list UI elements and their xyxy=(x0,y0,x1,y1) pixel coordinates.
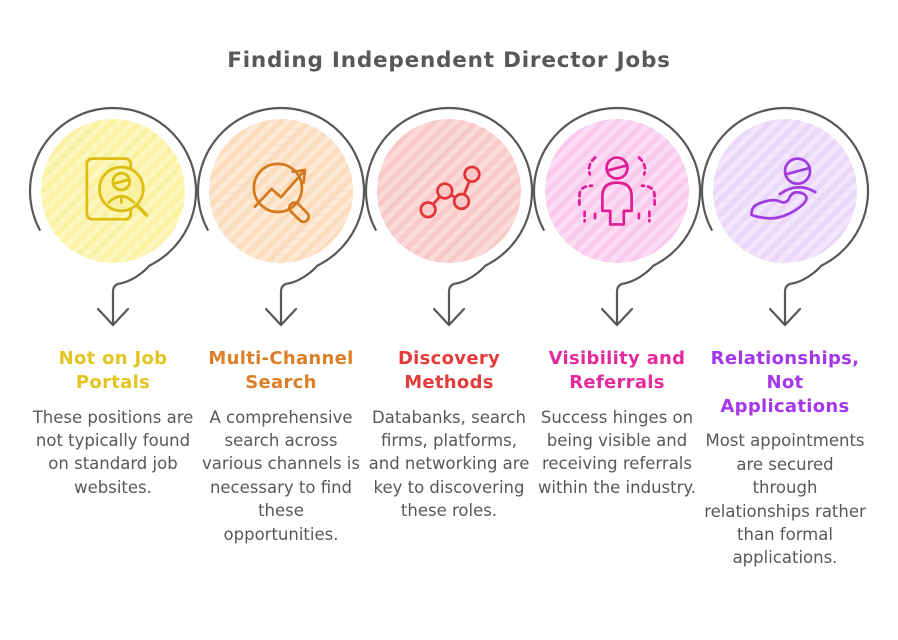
step-heading: Multi-Channel Search xyxy=(208,348,354,393)
document-person-search-icon xyxy=(85,157,149,221)
page-title: Finding Independent Director Jobs xyxy=(227,48,671,73)
step-visibility-and-referrals: Visibility and Referrals Success hinges … xyxy=(532,99,702,570)
people-group-icon xyxy=(578,156,656,226)
circle-loop-arrow xyxy=(700,106,870,327)
step-circle xyxy=(209,119,353,263)
step-graphic xyxy=(359,99,539,337)
node-chart-icon xyxy=(419,165,481,219)
step-description: These positions are not typically found … xyxy=(32,407,194,497)
step-heading: Not on Job Portals xyxy=(58,348,168,393)
step-not-on-job-portals: Not on Job Portals These positions are n… xyxy=(28,99,198,570)
step-graphic xyxy=(527,99,707,337)
step-circle xyxy=(545,119,689,263)
step-multi-channel-search: Multi-Channel Search A comprehensive sea… xyxy=(196,99,366,570)
step-description: Databanks, search firms, platforms, and … xyxy=(368,407,530,521)
steps-row: Not on Job Portals These positions are n… xyxy=(0,99,898,570)
step-discovery-methods: Discovery Methods Databanks, search firm… xyxy=(364,99,534,570)
step-description: Most appointments are secured through re… xyxy=(704,431,866,568)
circle-loop-arrow xyxy=(196,106,366,327)
step-heading: Visibility and Referrals xyxy=(548,348,686,393)
magnifier-trend-arrow-icon xyxy=(252,162,311,224)
step-description: Success hinges on being visible and rece… xyxy=(537,407,697,497)
circle-loop-arrow xyxy=(364,106,534,327)
circle-loop-arrow xyxy=(532,106,702,327)
step-description: A comprehensive search across various ch… xyxy=(202,407,360,544)
step-relationships-not-applications: Relationships, Not Applications Most app… xyxy=(700,99,870,570)
circle-loop-arrow xyxy=(28,106,198,327)
hand-presenting-person-icon xyxy=(750,157,817,220)
step-circle xyxy=(713,119,857,263)
step-graphic xyxy=(23,99,203,337)
step-heading: Discovery Methods xyxy=(397,348,501,393)
step-graphic xyxy=(695,99,875,337)
step-circle xyxy=(377,119,521,263)
step-heading: Relationships, Not Applications xyxy=(710,348,860,417)
step-circle xyxy=(41,119,185,263)
step-graphic xyxy=(191,99,371,337)
